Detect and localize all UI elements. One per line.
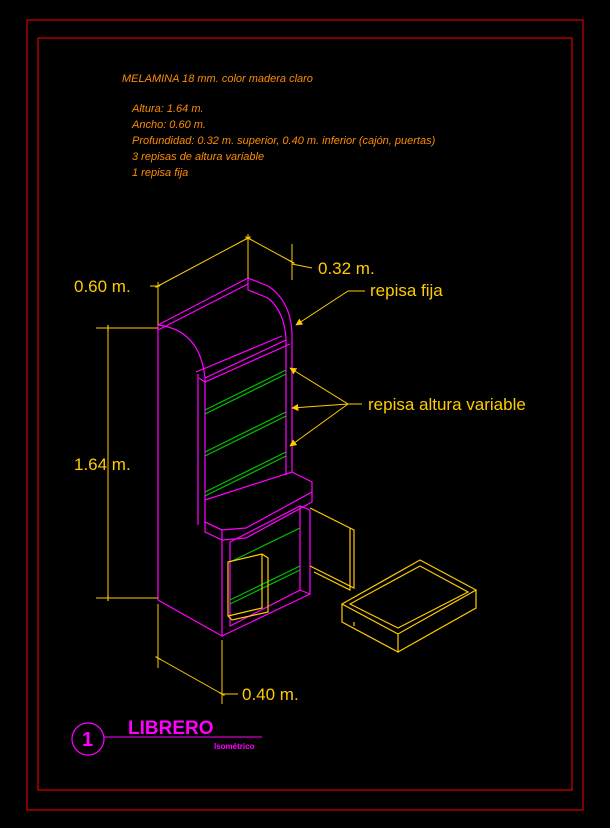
drawing-number-circle: [71, 722, 105, 756]
drawer: [340, 559, 478, 654]
dim-depth-top: 0.32 m.: [318, 259, 375, 278]
drawing-number: 1: [82, 729, 93, 751]
bookcase-lower: [221, 505, 311, 637]
leader-arrows: [289, 290, 365, 447]
title-block: 1 LIBRERO Isométrico: [71, 718, 262, 756]
note-shelf-fixed: 1 repisa fija: [132, 167, 188, 179]
right-door: [309, 507, 355, 591]
note-width: Ancho: 0.60 m.: [131, 119, 206, 131]
dimension-lines: [96, 234, 313, 704]
left-door: [227, 553, 269, 621]
note-height: Altura: 1.64 m.: [131, 103, 204, 115]
label-variable-shelf: repisa altura variable: [368, 395, 526, 414]
variable-shelves: [204, 369, 287, 497]
note-material: MELAMINA 18 mm. color madera claro: [122, 73, 313, 85]
dim-width: 0.60 m.: [74, 277, 131, 296]
drawing-subtitle: Isométrico: [214, 742, 255, 751]
note-depth: Profundidad: 0.32 m. superior, 0.40 m. i…: [132, 135, 436, 147]
bookcase-upper: [157, 277, 313, 638]
inner-frame: [37, 37, 573, 791]
notes-block: MELAMINA 18 mm. color madera claro Altur…: [122, 73, 436, 179]
outer-frame: [26, 19, 584, 811]
note-shelves-variable: 3 repisas de altura variable: [132, 151, 264, 163]
drawing-title: LIBRERO: [128, 718, 214, 739]
lower-shelves: [229, 527, 301, 605]
dim-depth-bottom: 0.40 m.: [242, 685, 299, 704]
dim-height: 1.64 m.: [74, 455, 131, 474]
label-fixed-shelf: repisa fija: [370, 281, 443, 300]
